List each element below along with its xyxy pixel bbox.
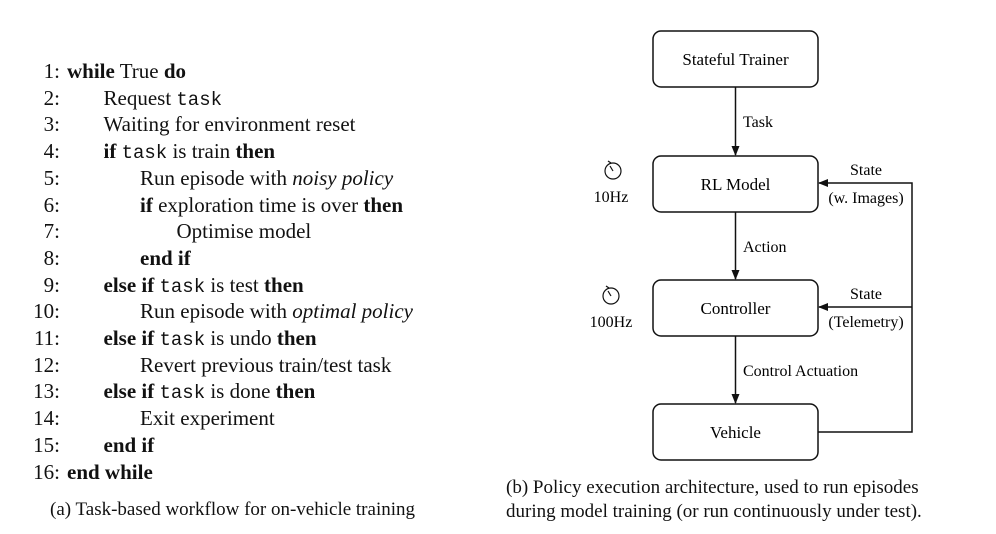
- rl-model-rate: 10Hz: [594, 189, 629, 206]
- code-text: Revert previous train/test task: [140, 352, 391, 379]
- line-number: 1:: [43, 59, 60, 83]
- rl-model-label: RL Model: [701, 175, 771, 194]
- line-number: 12:: [33, 352, 60, 377]
- line-number: 4:: [43, 139, 60, 164]
- keyword: then: [276, 326, 317, 350]
- code-fragment: exploration time is over: [152, 192, 364, 217]
- keyword: do: [163, 59, 187, 83]
- keyword: then: [264, 272, 304, 297]
- code-text: else if task is undo then: [104, 325, 317, 354]
- code-fragment: Revert previous train/test task: [140, 352, 392, 377]
- code-text: Run episode with optimal policy: [140, 298, 413, 325]
- keyword: end if: [140, 245, 191, 270]
- keyword: if: [103, 139, 117, 164]
- code-fragment: is undo: [205, 326, 277, 350]
- code-text: if task is train then: [104, 138, 276, 167]
- code-fragment: Run episode with: [140, 299, 293, 324]
- code-text: Optimise model: [177, 218, 312, 245]
- line-number: 15:: [33, 432, 60, 457]
- caption-b-line2: during model training (or run continuous…: [506, 501, 922, 522]
- code-fragment: Exit experiment: [140, 406, 275, 431]
- code-fragment: noisy policy: [292, 165, 394, 190]
- line-number: 7:: [43, 219, 60, 244]
- code-fragment: is train: [167, 139, 236, 164]
- code-text: end if: [140, 245, 191, 272]
- variable: task: [159, 382, 206, 405]
- code-text: if exploration time is over then: [140, 192, 403, 219]
- keyword: end while: [67, 459, 153, 484]
- code-fragment: Waiting for environment reset: [103, 112, 356, 137]
- variable: task: [176, 88, 223, 111]
- variable: task: [159, 329, 206, 351]
- keyword: else if: [103, 379, 155, 404]
- line-number: 5:: [43, 165, 60, 190]
- keyword: if: [140, 192, 153, 217]
- variable: task: [121, 142, 168, 165]
- code-text: Waiting for environment reset: [104, 111, 356, 138]
- line-number: 9:: [43, 272, 60, 297]
- line-number: 10:: [33, 299, 60, 324]
- line-number: 11:: [33, 326, 60, 350]
- state-label-2: State: [850, 286, 882, 303]
- keyword: then: [363, 192, 404, 217]
- keyword: then: [235, 139, 276, 164]
- line-number: 16:: [33, 459, 60, 484]
- code-fragment: is test: [205, 272, 265, 297]
- controller-label: Controller: [701, 299, 771, 318]
- code-fragment: Run episode with: [140, 165, 293, 190]
- code-text: while True do: [67, 58, 186, 85]
- line-number: 13:: [33, 379, 60, 404]
- keyword: then: [275, 379, 316, 404]
- state-images-label: (w. Images): [828, 190, 903, 207]
- vehicle-label: Vehicle: [710, 423, 761, 442]
- line-number: 3:: [43, 112, 60, 137]
- line-number: 8:: [43, 245, 60, 270]
- code-text: else if task is test then: [104, 272, 304, 301]
- keyword: while: [67, 59, 115, 83]
- line-number: 2:: [43, 85, 60, 110]
- code-text: else if task is done then: [104, 378, 316, 407]
- action-edge-label: Action: [743, 239, 787, 256]
- stateful-trainer-label: Stateful Trainer: [682, 50, 789, 69]
- state-label-1: State: [850, 162, 882, 179]
- code-text: Run episode with noisy policy: [140, 165, 393, 192]
- code-text: end if: [104, 432, 155, 459]
- caption-a: (a) Task-based workflow for on-vehicle t…: [50, 499, 415, 520]
- timer-icon: [602, 285, 620, 305]
- keyword: else if: [103, 326, 155, 350]
- code-text: Exit experiment: [140, 405, 275, 432]
- code-fragment: Request: [103, 85, 177, 110]
- code-fragment: True: [114, 59, 164, 83]
- line-number: 14:: [33, 406, 60, 431]
- keyword: else if: [103, 272, 155, 297]
- timer-icon: [604, 160, 622, 180]
- controller-rate: 100Hz: [590, 314, 633, 331]
- control-edge-label: Control Actuation: [743, 363, 858, 380]
- code-fragment: Optimise model: [176, 219, 312, 244]
- code-text: Request task: [104, 85, 223, 114]
- code-fragment: optimal policy: [292, 299, 413, 324]
- line-number: 6:: [43, 192, 60, 217]
- code-fragment: is done: [205, 379, 276, 404]
- code-text: end while: [67, 459, 153, 486]
- keyword: end if: [103, 432, 155, 457]
- task-edge-label: Task: [743, 114, 773, 131]
- caption-b-line1: (b) Policy execution architecture, used …: [506, 477, 919, 498]
- state-telemetry-label: (Telemetry): [828, 314, 903, 331]
- variable: task: [159, 275, 206, 298]
